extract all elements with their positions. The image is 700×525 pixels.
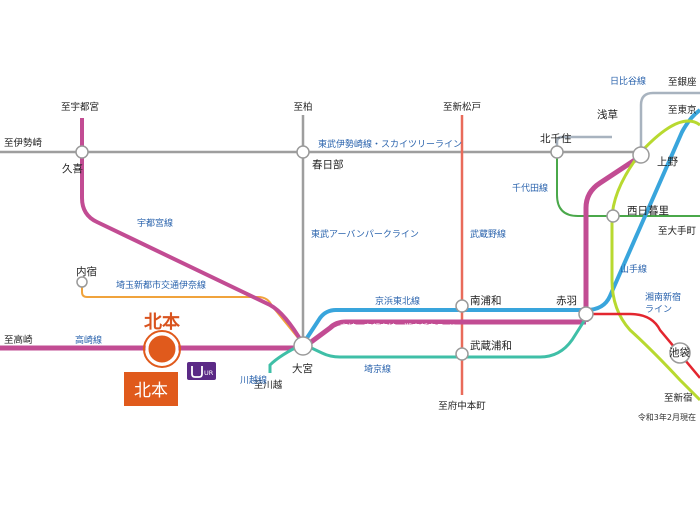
line-label-yamanote: 山手線 — [620, 263, 647, 275]
station-marker-akabane — [578, 306, 594, 322]
station-ikebukuro: 池袋 — [669, 346, 690, 359]
station-marker-uchijuku — [76, 276, 88, 288]
hibiya-line — [555, 135, 612, 152]
utsunomiya-line-to-ueno — [583, 153, 643, 322]
hibiya-line-to-ginza — [639, 91, 700, 152]
station-marker-nishinippori — [606, 209, 620, 223]
line-label-chiyoda: 千代田線 — [512, 182, 548, 194]
ur-logo-text: UR — [204, 369, 214, 377]
line-label-musashino: 武蔵野線 — [470, 228, 506, 240]
station-musashiurawa: 武蔵浦和 — [470, 339, 512, 352]
dest-takasaki: 至高崎 — [4, 334, 33, 346]
ur-logo: UR — [187, 362, 216, 380]
kitamoto-station-marker — [145, 332, 179, 366]
kitamoto-station-title: 北本 — [144, 311, 180, 333]
station-marker-omiya — [293, 336, 313, 356]
line-label-hibiya: 日比谷線 — [610, 75, 646, 87]
station-kasukabe: 春日部 — [312, 158, 344, 171]
kitamoto-callout-box — [124, 372, 178, 406]
through-line-utsunomiya — [80, 118, 305, 346]
dest-otemachi: 至大手町 — [658, 225, 697, 237]
chiyoda-line — [556, 152, 700, 217]
line-label-tobu-skytree: 東武伊勢崎線・スカイツリーライン — [318, 138, 462, 150]
line-label-takasaki: 高崎線 — [75, 334, 102, 346]
dest-tokyo: 至東京 — [668, 104, 697, 116]
station-markers — [75, 145, 691, 364]
as-of-note: 令和3年2月現在 — [638, 412, 696, 422]
line-label-shonan-1: 湘南新宿 — [645, 291, 681, 303]
newshuttle-line — [81, 282, 304, 345]
station-kuki: 久喜 — [62, 162, 83, 175]
dest-kawagoe: 至川越 — [254, 379, 283, 391]
through-line-main — [0, 319, 586, 351]
dest-fuchu: 至府中本町 — [438, 400, 486, 412]
station-ueno: 上野 — [657, 156, 678, 168]
dest-shinjuku: 至新宿 — [664, 392, 693, 404]
dest-kashiwa: 至柏 — [293, 101, 312, 113]
station-marker-musashiurawa — [455, 347, 469, 361]
station-marker-kuki — [75, 145, 89, 159]
line-label-tobu-urbanpark: 東武アーバンパークライン — [311, 228, 419, 240]
line-label-newshuttle: 埼玉新都市交通伊奈線 — [116, 279, 206, 291]
station-nishinippori: 西日暮里 — [627, 204, 669, 217]
dest-utsunomiya: 至宇都宮 — [61, 101, 99, 113]
station-omiya: 大宮 — [292, 362, 313, 375]
station-marker-minamiurawa — [455, 299, 469, 313]
line-label-through: 高崎・宇都宮線・湘南新宿ライン — [340, 322, 460, 332]
station-marker-kitasenju — [550, 145, 564, 159]
line-label-utsunomiya: 宇都宮線 — [137, 217, 173, 229]
station-kitasenju: 北千住 — [540, 132, 572, 145]
station-uchijuku: 内宿 — [76, 265, 97, 278]
station-marker-kasukabe — [296, 145, 310, 159]
kitamoto-station-ring — [143, 330, 181, 368]
dest-shinmatsudo: 至新松戸 — [443, 101, 481, 113]
kitamoto-callout-label: 北本 — [134, 381, 168, 401]
station-asakusa: 浅草 — [597, 108, 618, 121]
line-label-keihin-tohoku: 京浜東北線 — [375, 295, 420, 307]
station-marker-ikebukuro — [669, 342, 691, 364]
line-label-shonan-2: ライン — [645, 304, 672, 315]
saikyo-line — [302, 317, 588, 359]
station-akabane: 赤羽 — [556, 295, 577, 307]
station-minamiurawa: 南浦和 — [470, 294, 502, 307]
shonan-shinjuku-line — [586, 312, 700, 379]
station-marker-ueno — [632, 146, 650, 164]
yamanote-line — [610, 119, 700, 402]
dest-ginza: 至銀座 — [668, 76, 697, 88]
line-label-kawagoe: 川越線 — [240, 374, 267, 386]
ur-logo-mark — [191, 366, 203, 378]
line-label-saikyo: 埼京線 — [364, 363, 391, 375]
dest-isesaki: 至伊勢崎 — [4, 137, 43, 149]
